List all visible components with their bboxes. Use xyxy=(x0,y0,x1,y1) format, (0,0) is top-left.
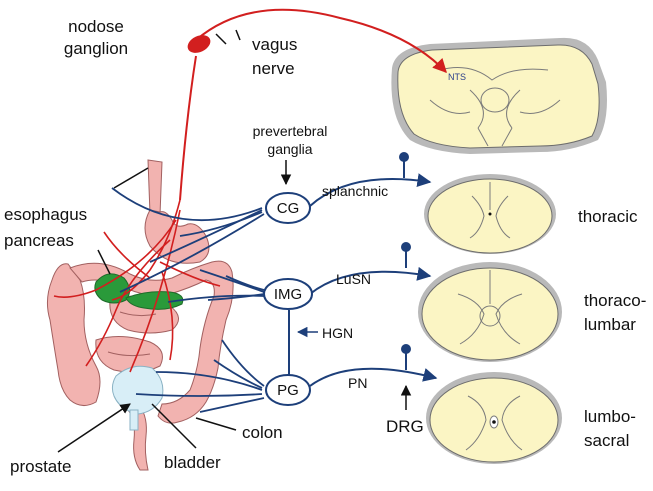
vagus-label-line1: vagus xyxy=(252,35,297,54)
colon-label: colon xyxy=(242,423,283,442)
drg-lumbosacral xyxy=(401,344,411,354)
ganglion-img: IMG xyxy=(264,279,312,309)
prostate-label: prostate xyxy=(10,457,71,476)
bladder-label: bladder xyxy=(164,453,221,472)
drg-thoracic xyxy=(399,152,409,162)
drg-label: DRG xyxy=(386,417,424,436)
spinal-cord-thoracic xyxy=(424,174,556,254)
level-thoracolumbar-line2: lumbar xyxy=(584,315,636,334)
nts-label: NTS xyxy=(448,72,466,82)
level-thoracolumbar-line1: thoraco- xyxy=(584,291,646,310)
pancreas-label: pancreas xyxy=(4,231,74,250)
level-lumbosacral-line1: lumbo- xyxy=(584,407,636,426)
level-thoracic-line1: thoracic xyxy=(578,207,638,226)
splanchnic-label: splanchnic xyxy=(322,183,388,199)
drg-thoracolumbar xyxy=(401,242,411,252)
nodose-label-line2: ganglion xyxy=(64,39,128,58)
brainstem-section: NTS xyxy=(391,38,607,154)
spinal-cord-thoracolumbar xyxy=(418,262,562,362)
prevertebral-label-line1: prevertebral xyxy=(253,123,328,139)
bladder xyxy=(112,366,162,430)
ganglion-pg: PG xyxy=(266,375,310,405)
nodose-label-line1: nodose xyxy=(68,17,124,36)
ganglion-pg-label: PG xyxy=(277,382,299,399)
prevertebral-label-line2: ganglia xyxy=(267,141,312,157)
level-lumbosacral-line2: sacral xyxy=(584,431,629,450)
vagus-label-line2: nerve xyxy=(252,59,295,78)
lusn-label: LuSN xyxy=(336,271,371,287)
ganglion-cg: CG xyxy=(266,193,310,223)
spinal-cord-lumbosacral xyxy=(426,372,562,464)
pn-label: PN xyxy=(348,375,367,391)
nodose-ganglion-body xyxy=(185,32,214,57)
esophagus-label: esophagus xyxy=(4,205,87,224)
ganglion-img-label: IMG xyxy=(274,286,302,303)
hgn-label: HGN xyxy=(322,325,353,341)
ganglion-cg-label: CG xyxy=(277,200,300,217)
